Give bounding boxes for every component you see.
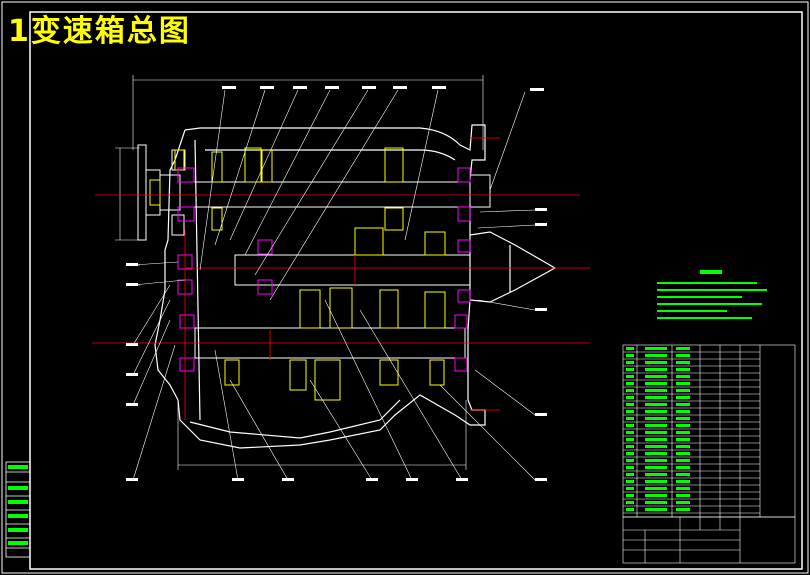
table-cell-mark <box>626 375 634 378</box>
table-cell-mark <box>626 459 634 462</box>
table-cell-mark <box>645 389 667 392</box>
table-cell-mark <box>645 424 667 427</box>
table-cell-mark <box>676 396 690 399</box>
drawing-title: 1变速箱总图 <box>8 14 191 49</box>
table-cell-mark <box>645 473 667 476</box>
table-cell-mark <box>645 459 667 462</box>
table-cell-mark <box>645 354 667 357</box>
table-cell-mark <box>676 361 690 364</box>
inner-frame <box>29 11 803 570</box>
table-cell-mark <box>626 424 634 427</box>
table-cell-mark <box>645 466 667 469</box>
table-cell-mark <box>676 347 690 350</box>
table-cell-mark <box>626 354 634 357</box>
table-cell-mark <box>626 487 634 490</box>
table-cell-mark <box>676 368 690 371</box>
table-cell-mark <box>626 494 634 497</box>
table-cell-mark <box>676 508 690 511</box>
input-flange <box>137 144 185 241</box>
table-cell-mark <box>645 417 667 420</box>
table-cell-mark <box>645 501 667 504</box>
table-cell-mark <box>626 382 634 385</box>
gears <box>149 147 446 401</box>
table-cell-mark <box>676 410 690 413</box>
table-cell-mark <box>645 480 667 483</box>
table-cell-mark <box>676 382 690 385</box>
table-cell-mark <box>645 347 667 350</box>
table-cell-mark <box>645 508 667 511</box>
table-cell-mark <box>645 452 667 455</box>
table-cell-mark <box>645 431 667 434</box>
table-cell-mark <box>645 361 667 364</box>
shafts <box>179 174 491 359</box>
table-cell-mark <box>626 466 634 469</box>
output-cone <box>469 231 557 303</box>
technical-notes-block <box>657 270 767 319</box>
table-cell-mark <box>626 438 634 441</box>
table-cell-mark <box>645 403 667 406</box>
table-cell-mark <box>676 466 690 469</box>
table-cell-mark <box>676 438 690 441</box>
bearings <box>177 167 471 372</box>
table-cell-mark <box>626 508 634 511</box>
table-cell-mark <box>626 445 634 448</box>
table-cell-mark <box>676 445 690 448</box>
table-cell-mark <box>626 431 634 434</box>
table-cell-mark <box>676 487 690 490</box>
table-cell-mark <box>626 368 634 371</box>
parts-list-table <box>622 344 796 564</box>
table-cell-mark <box>676 375 690 378</box>
table-cell-mark <box>676 459 690 462</box>
table-cell-mark <box>676 431 690 434</box>
table-cell-mark <box>626 410 634 413</box>
table-cell-mark <box>645 445 667 448</box>
table-cell-mark <box>645 494 667 497</box>
dimension-lines <box>115 75 484 470</box>
left-margin-stamp <box>5 461 31 558</box>
table-cell-mark <box>676 417 690 420</box>
table-cell-mark <box>676 473 690 476</box>
leader-lines <box>128 89 536 481</box>
housing-outline <box>154 124 486 449</box>
table-cell-mark <box>645 410 667 413</box>
table-cell-mark <box>645 368 667 371</box>
table-cell-mark <box>626 347 634 350</box>
part-label-markers <box>126 86 547 481</box>
table-cell-mark <box>645 382 667 385</box>
table-cell-mark <box>626 480 634 483</box>
table-cell-mark <box>676 494 690 497</box>
table-cell-mark <box>626 396 634 399</box>
table-cell-mark <box>676 389 690 392</box>
table-cell-mark <box>676 501 690 504</box>
table-cell-mark <box>626 361 634 364</box>
table-cell-mark <box>645 438 667 441</box>
table-cell-mark <box>626 417 634 420</box>
table-cell-mark <box>676 403 690 406</box>
table-cell-mark <box>676 480 690 483</box>
table-cell-mark <box>626 452 634 455</box>
table-cell-mark <box>676 354 690 357</box>
table-cell-mark <box>676 424 690 427</box>
table-cell-mark <box>645 375 667 378</box>
table-cell-mark <box>676 452 690 455</box>
table-cell-mark <box>645 487 667 490</box>
table-cell-mark <box>645 396 667 399</box>
center-lines <box>92 137 590 420</box>
table-cell-mark <box>626 389 634 392</box>
table-cell-mark <box>626 501 634 504</box>
table-cell-mark <box>626 473 634 476</box>
parts-list-entries <box>626 347 690 511</box>
table-cell-mark <box>626 403 634 406</box>
